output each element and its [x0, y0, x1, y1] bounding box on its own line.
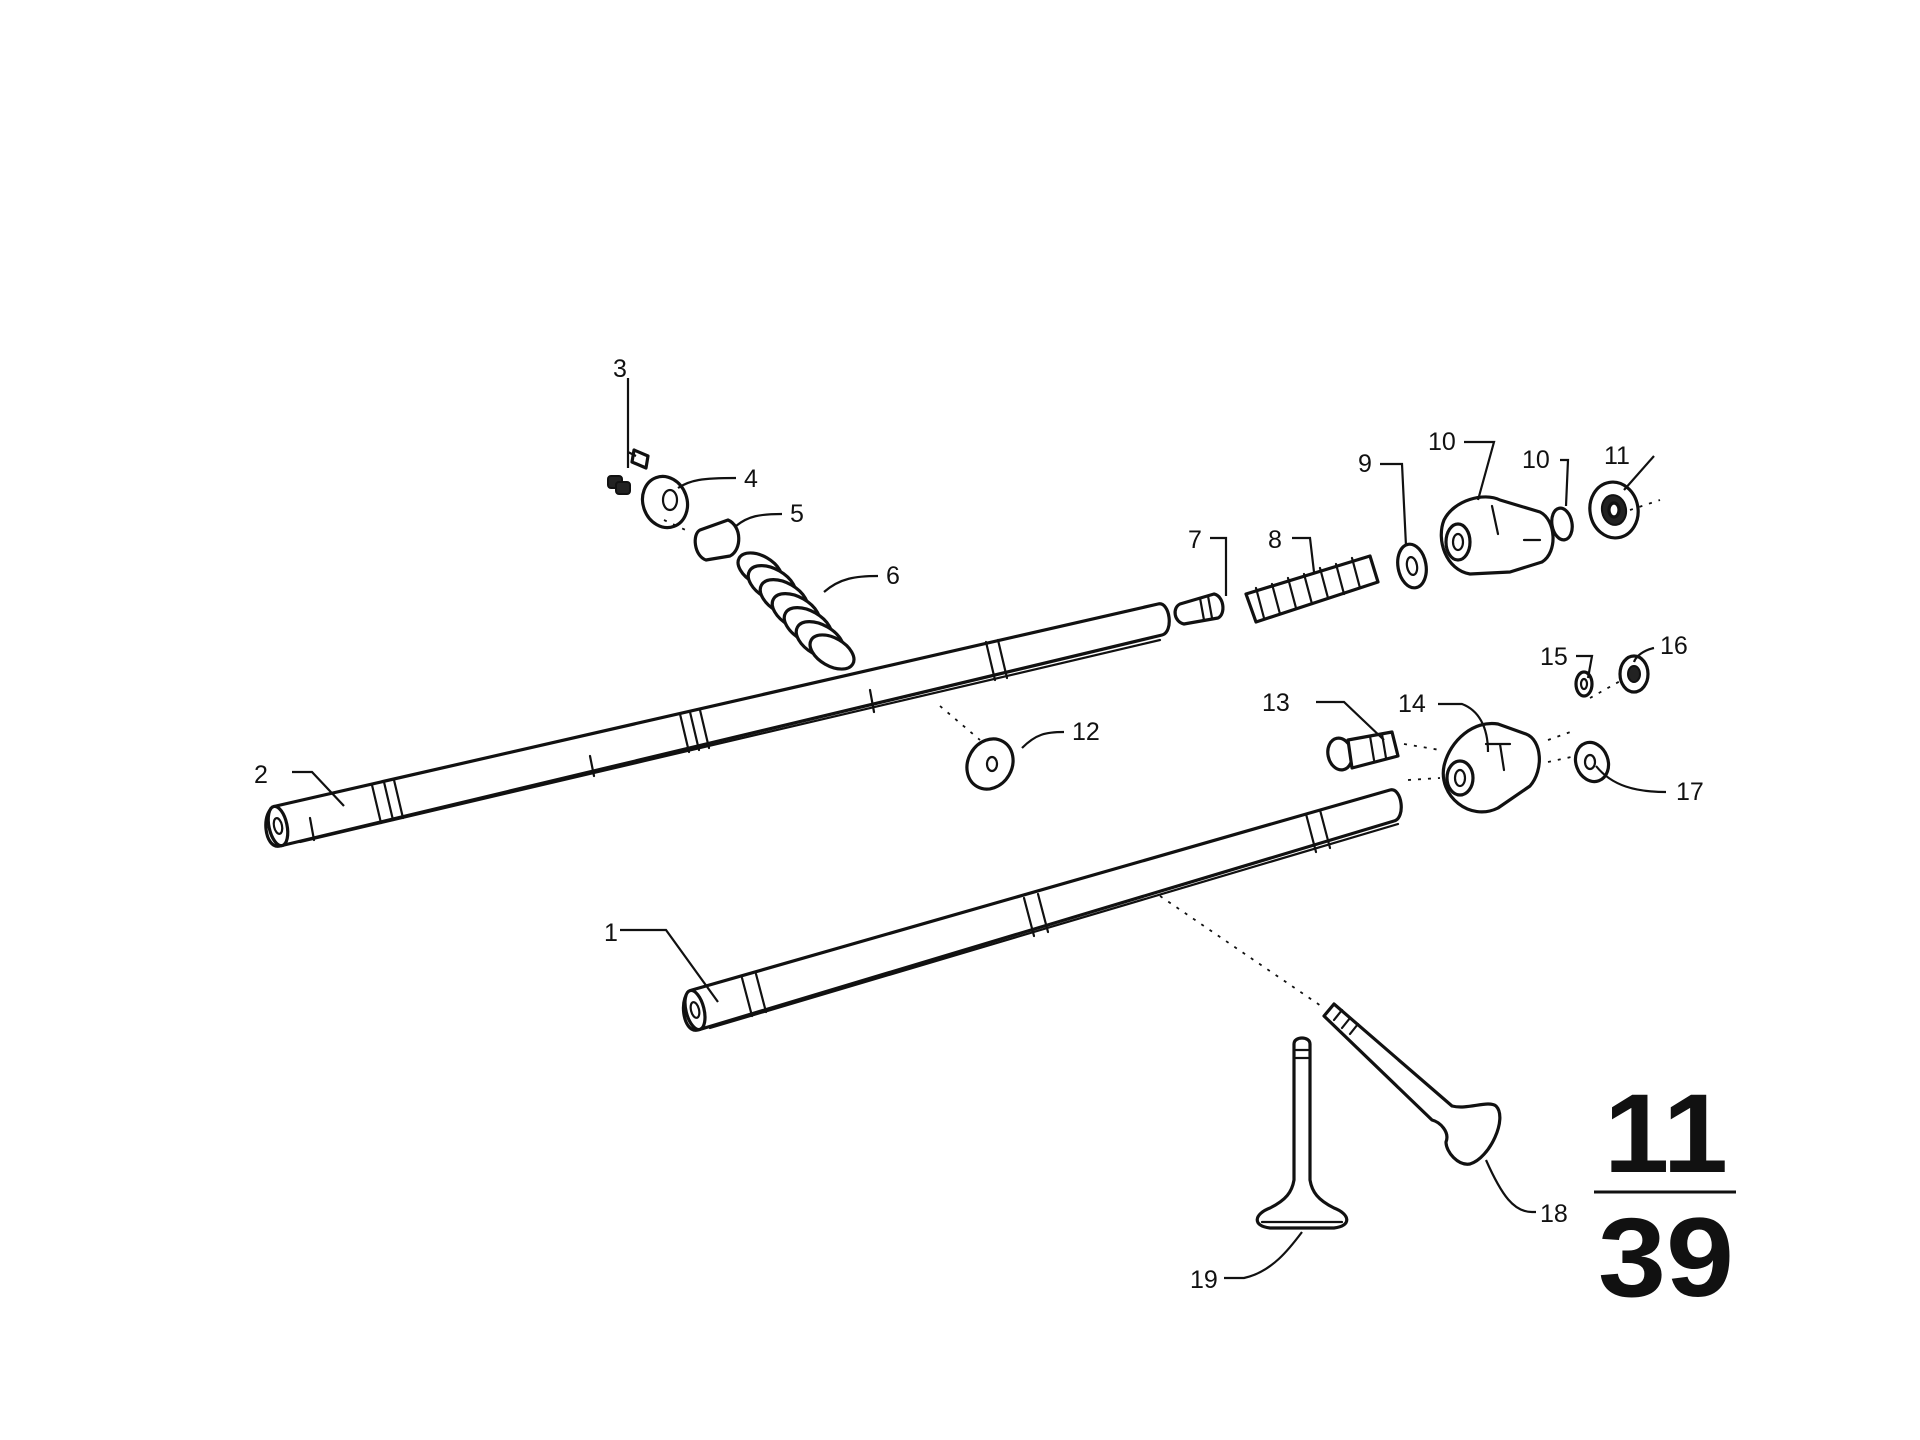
- callout-10-upper: 10: [1428, 428, 1456, 456]
- callout-16: 16: [1660, 632, 1688, 660]
- small-washer[interactable]: [1574, 670, 1594, 698]
- exhaust-valve[interactable]: [1322, 1002, 1502, 1166]
- circlip[interactable]: [1549, 506, 1574, 542]
- rocker-arm-upper[interactable]: [1439, 495, 1555, 576]
- page-number: 39: [1598, 1195, 1734, 1320]
- callout-labels: 1 2 3 4 5 6 7 8 9 10 10 11 12 13 14 15 1…: [254, 355, 1704, 1294]
- thrust-washer[interactable]: [1394, 542, 1429, 590]
- valve-spring-large[interactable]: [732, 546, 860, 676]
- alignment-lines: [663, 499, 1661, 1009]
- callout-12: 11: [1604, 442, 1630, 470]
- callout-4: 4: [744, 465, 758, 493]
- callout-8: 8: [1268, 526, 1282, 554]
- shaft-washer[interactable]: [958, 730, 1022, 797]
- adjusting-nut[interactable]: [1586, 478, 1643, 541]
- rocker-shaft-upper[interactable]: [264, 602, 1171, 848]
- valve-cap[interactable]: [1570, 738, 1614, 787]
- rocker-shaft-lower[interactable]: [681, 788, 1403, 1032]
- small-nut[interactable]: [1618, 654, 1650, 694]
- callout-18: 18: [1540, 1200, 1568, 1228]
- callout-13: 12: [1072, 718, 1100, 746]
- callout-17: 17: [1676, 778, 1704, 806]
- callout-11: 10: [1522, 446, 1550, 474]
- callout-6: 6: [886, 562, 900, 590]
- callout-1: 1: [604, 919, 618, 947]
- callout-2: 2: [254, 761, 268, 789]
- valve-collet-pair[interactable]: [607, 448, 650, 495]
- pin[interactable]: [1173, 592, 1225, 626]
- group-number: 11: [1604, 1071, 1728, 1196]
- leader-lines: [292, 378, 1667, 1280]
- callout-5: 5: [790, 500, 804, 528]
- shaft-spring[interactable]: [1244, 554, 1380, 624]
- spring-retainer[interactable]: [635, 470, 694, 534]
- rocker-arm-lower[interactable]: [1441, 721, 1541, 814]
- intake-valve[interactable]: [1255, 1036, 1349, 1230]
- callout-19: 19: [1190, 1266, 1218, 1294]
- callout-3: 3: [613, 355, 627, 383]
- callout-15: 15: [1540, 643, 1568, 671]
- callout-14: 13: [1262, 689, 1290, 717]
- callout-10-lower: 14: [1398, 690, 1426, 718]
- valve-stem-seal[interactable]: [693, 518, 741, 562]
- group-page-reference: 11 39: [1594, 1071, 1736, 1320]
- callout-9: 9: [1358, 450, 1372, 478]
- callout-7: 7: [1188, 526, 1202, 554]
- bolt[interactable]: [1325, 730, 1400, 772]
